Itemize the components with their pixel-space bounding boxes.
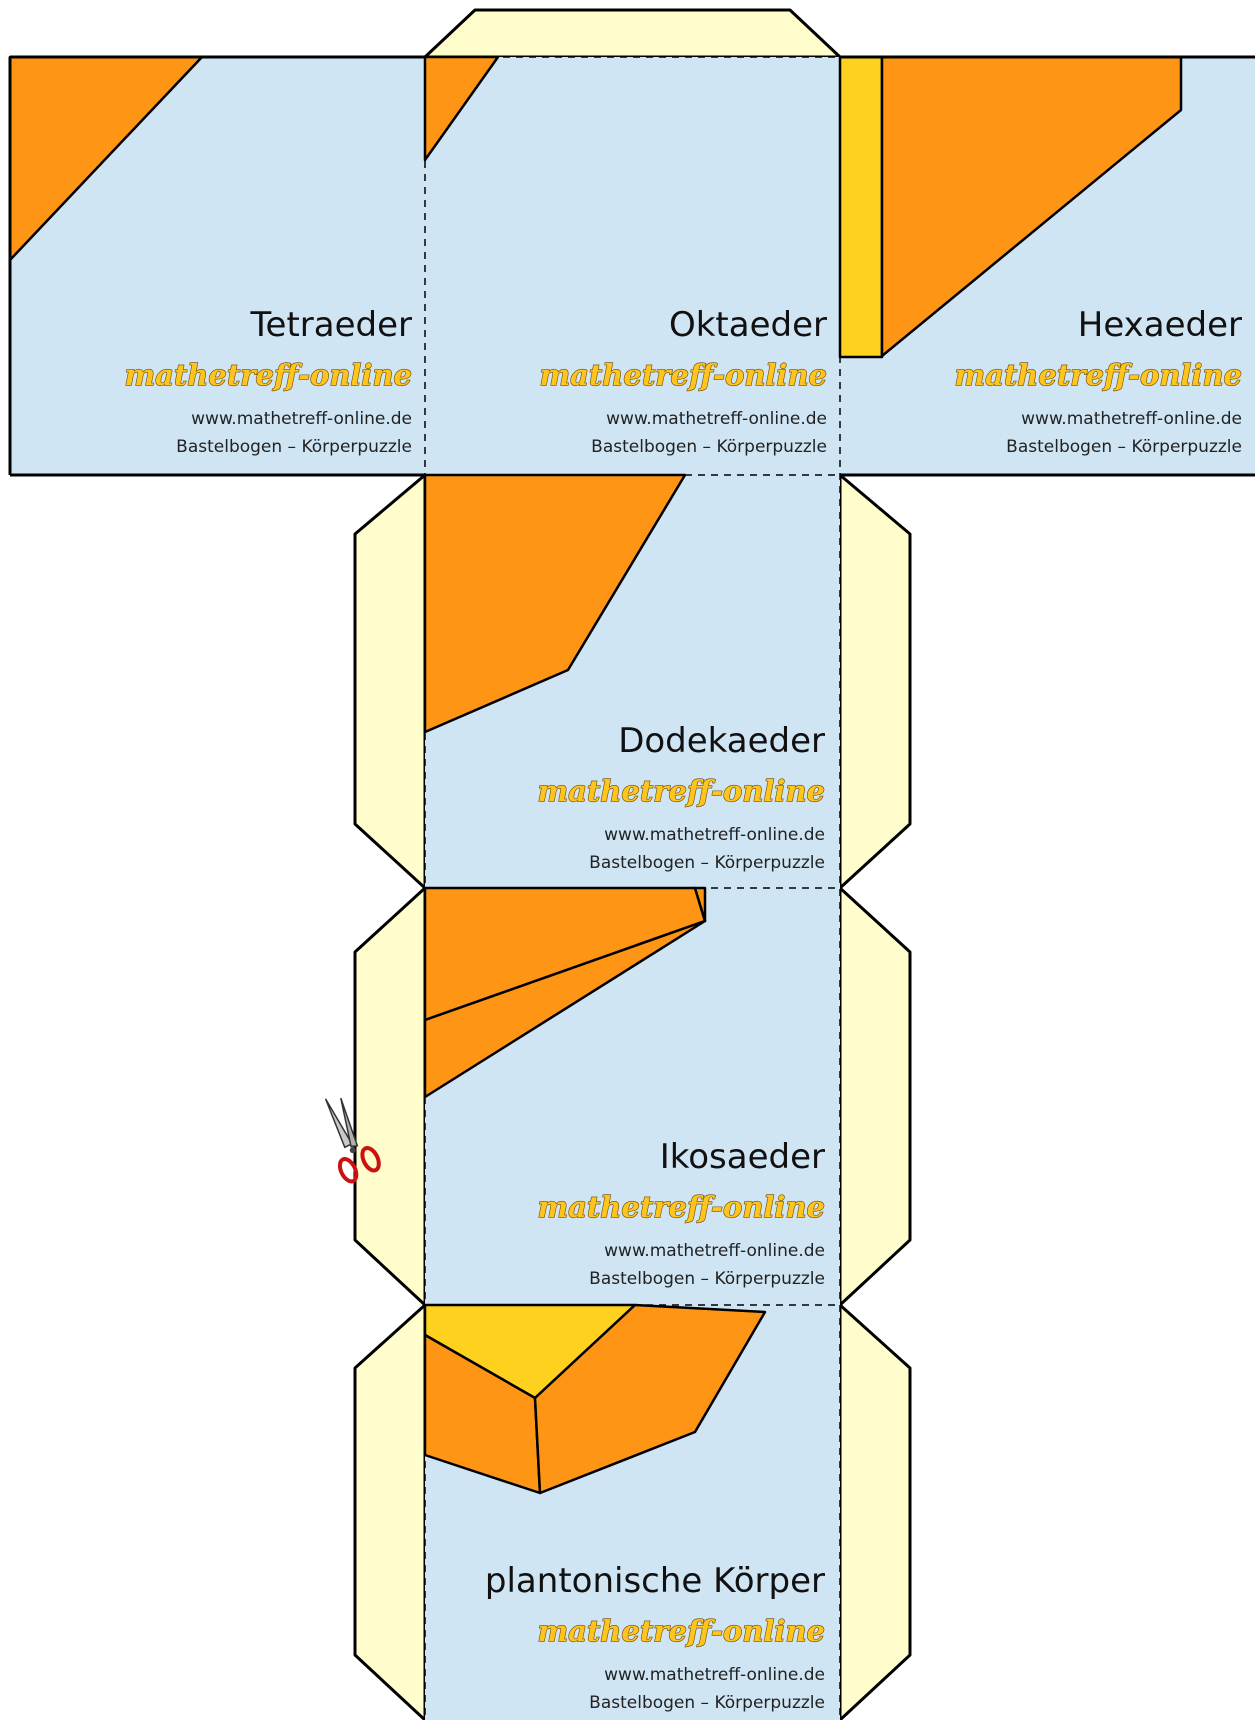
caption: Bastelbogen – Körperpuzzle bbox=[589, 853, 825, 873]
brand-logo: mathetreff-online bbox=[124, 358, 412, 392]
panel-hexaeder: Hexaeder mathetreff-online www.mathetref… bbox=[954, 305, 1243, 457]
flap-left-1 bbox=[353, 473, 427, 890]
website-url: www.mathetreff-online.de bbox=[191, 409, 412, 429]
panel-title: Oktaeder bbox=[669, 305, 827, 345]
panel-dodekaeder: Dodekaeder mathetreff-online www.mathetr… bbox=[537, 721, 826, 873]
caption: Bastelbogen – Körperpuzzle bbox=[589, 1693, 825, 1713]
panel-ikosaeder: Ikosaeder mathetreff-online www.mathetre… bbox=[537, 1137, 826, 1289]
flap-left-3 bbox=[353, 1303, 427, 1720]
caption: Bastelbogen – Körperpuzzle bbox=[589, 1269, 825, 1289]
website-url: www.mathetreff-online.de bbox=[1021, 409, 1242, 429]
scissors-icon bbox=[324, 1097, 381, 1184]
panel-title: plantonische Körper bbox=[485, 1561, 825, 1601]
panel-platonisch: plantonische Körper mathetreff-online ww… bbox=[485, 1561, 826, 1713]
caption: Bastelbogen – Körperpuzzle bbox=[591, 437, 827, 457]
panel-title: Ikosaeder bbox=[660, 1137, 825, 1177]
panel-title: Tetraeder bbox=[250, 305, 412, 345]
brand-logo: mathetreff-online bbox=[537, 774, 825, 808]
brand-logo: mathetreff-online bbox=[537, 1614, 825, 1648]
caption: Bastelbogen – Körperpuzzle bbox=[176, 437, 412, 457]
platonisch-right-face bbox=[533, 1303, 767, 1495]
cut-lines bbox=[8, 55, 1255, 477]
hexaeder-strip bbox=[838, 55, 884, 359]
brand-logo: mathetreff-online bbox=[539, 358, 827, 392]
panel-title: Hexaeder bbox=[1078, 305, 1242, 345]
flap-right-1 bbox=[838, 473, 912, 890]
brand-logo: mathetreff-online bbox=[954, 358, 1242, 392]
panel-oktaeder: Oktaeder mathetreff-online www.mathetref… bbox=[539, 305, 828, 457]
fold-lines bbox=[424, 56, 841, 1720]
brand-logo: mathetreff-online bbox=[537, 1190, 825, 1224]
website-url: www.mathetreff-online.de bbox=[604, 1241, 825, 1261]
polyhedron-pieces bbox=[8, 55, 1183, 1495]
caption: Bastelbogen – Körperpuzzle bbox=[1006, 437, 1242, 457]
website-url: www.mathetreff-online.de bbox=[604, 1665, 825, 1685]
panel-title: Dodekaeder bbox=[618, 721, 825, 761]
flap-right-3 bbox=[838, 1303, 912, 1720]
panel-tetraeder: Tetraeder mathetreff-online www.mathetre… bbox=[124, 305, 413, 457]
website-url: www.mathetreff-online.de bbox=[604, 825, 825, 845]
flap-right-2 bbox=[838, 886, 912, 1307]
website-url: www.mathetreff-online.de bbox=[606, 409, 827, 429]
oktaeder-piece bbox=[423, 55, 500, 162]
flap-top bbox=[423, 8, 842, 59]
flap-left-2 bbox=[353, 886, 427, 1307]
